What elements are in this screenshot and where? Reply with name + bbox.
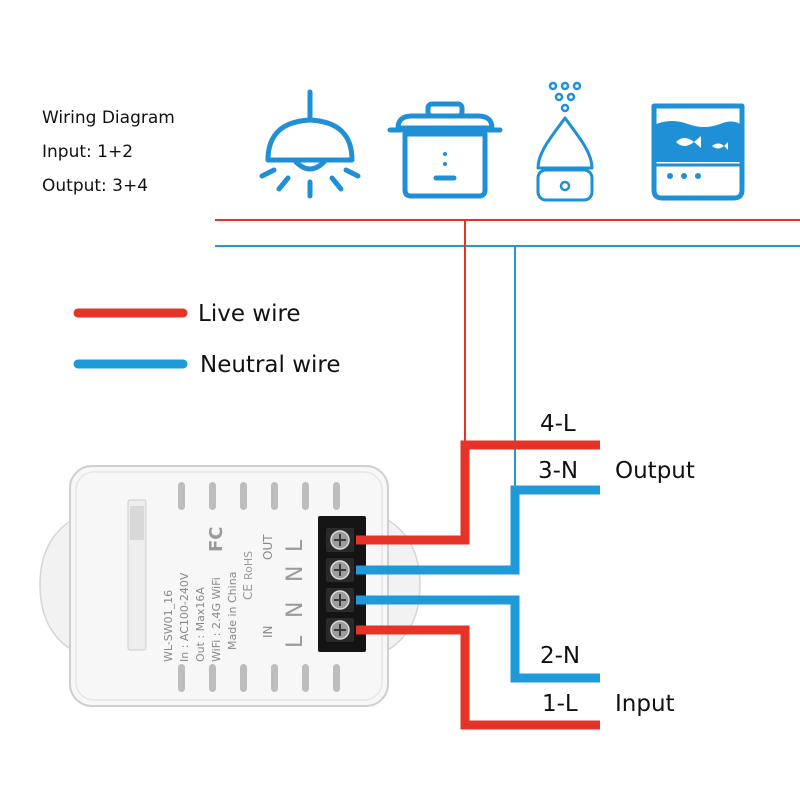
device-out-label: OUT bbox=[261, 534, 275, 560]
device-in-rating: In : AC100-240V bbox=[178, 572, 191, 662]
device-in-label: IN bbox=[261, 625, 275, 638]
device-pin-out-n: N bbox=[283, 566, 308, 582]
device-rohs-mark: RoHS bbox=[242, 551, 255, 580]
info-block: Wiring Diagram Input: 1+2 Output: 3+4 bbox=[42, 101, 175, 203]
legend-live-label: Live wire bbox=[198, 301, 301, 327]
rice-cooker-icon bbox=[387, 101, 503, 199]
wire-4-live bbox=[356, 440, 600, 545]
input-label: Input bbox=[615, 691, 675, 717]
pendant-lamp-icon bbox=[259, 89, 361, 199]
terminal-screw-4[interactable] bbox=[326, 528, 354, 552]
fish-tank-icon bbox=[651, 103, 745, 201]
legend-neutral-label: Neutral wire bbox=[200, 352, 341, 378]
bottom-vent-slots bbox=[178, 664, 340, 692]
terminal-screw-1[interactable] bbox=[326, 618, 354, 642]
terminal-screw-2[interactable] bbox=[326, 588, 354, 612]
output-spec: Output: 3+4 bbox=[42, 176, 149, 196]
top-vent-slots bbox=[178, 482, 340, 510]
smart-switch-device: WL-SW01_16 In : AC100-240V Out : Max16A … bbox=[39, 465, 421, 707]
device-wifi: WiFi : 2.4G WiFi bbox=[210, 577, 223, 662]
device-fc-mark: FC bbox=[206, 526, 227, 552]
wire-1-live bbox=[356, 625, 600, 730]
device-pin-in-n: N bbox=[283, 602, 308, 618]
device-pin-in-l: L bbox=[283, 635, 308, 648]
device-model: WL-SW01_16 bbox=[162, 590, 175, 662]
wire-2-neutral bbox=[356, 595, 600, 683]
device-origin: Made in China bbox=[226, 572, 239, 650]
terminal-label-1-l: 1-L bbox=[542, 691, 578, 717]
terminal-label-4-l: 4-L bbox=[540, 411, 576, 437]
output-label: Output bbox=[615, 458, 695, 484]
terminal-block bbox=[318, 516, 366, 652]
terminal-label-2-n: 2-N bbox=[540, 643, 580, 669]
device-out-rating: Out : Max16A bbox=[194, 587, 207, 662]
terminal-screw-3[interactable] bbox=[326, 558, 354, 582]
device-ce-mark: CE bbox=[241, 584, 255, 600]
aroma-diffuser-icon bbox=[536, 81, 594, 202]
wire-3-neutral bbox=[356, 485, 600, 575]
diagram-title: Wiring Diagram bbox=[42, 108, 175, 128]
input-spec: Input: 1+2 bbox=[42, 142, 134, 162]
device-pin-out-l: L bbox=[283, 539, 308, 552]
terminal-label-3-n: 3-N bbox=[538, 458, 578, 484]
